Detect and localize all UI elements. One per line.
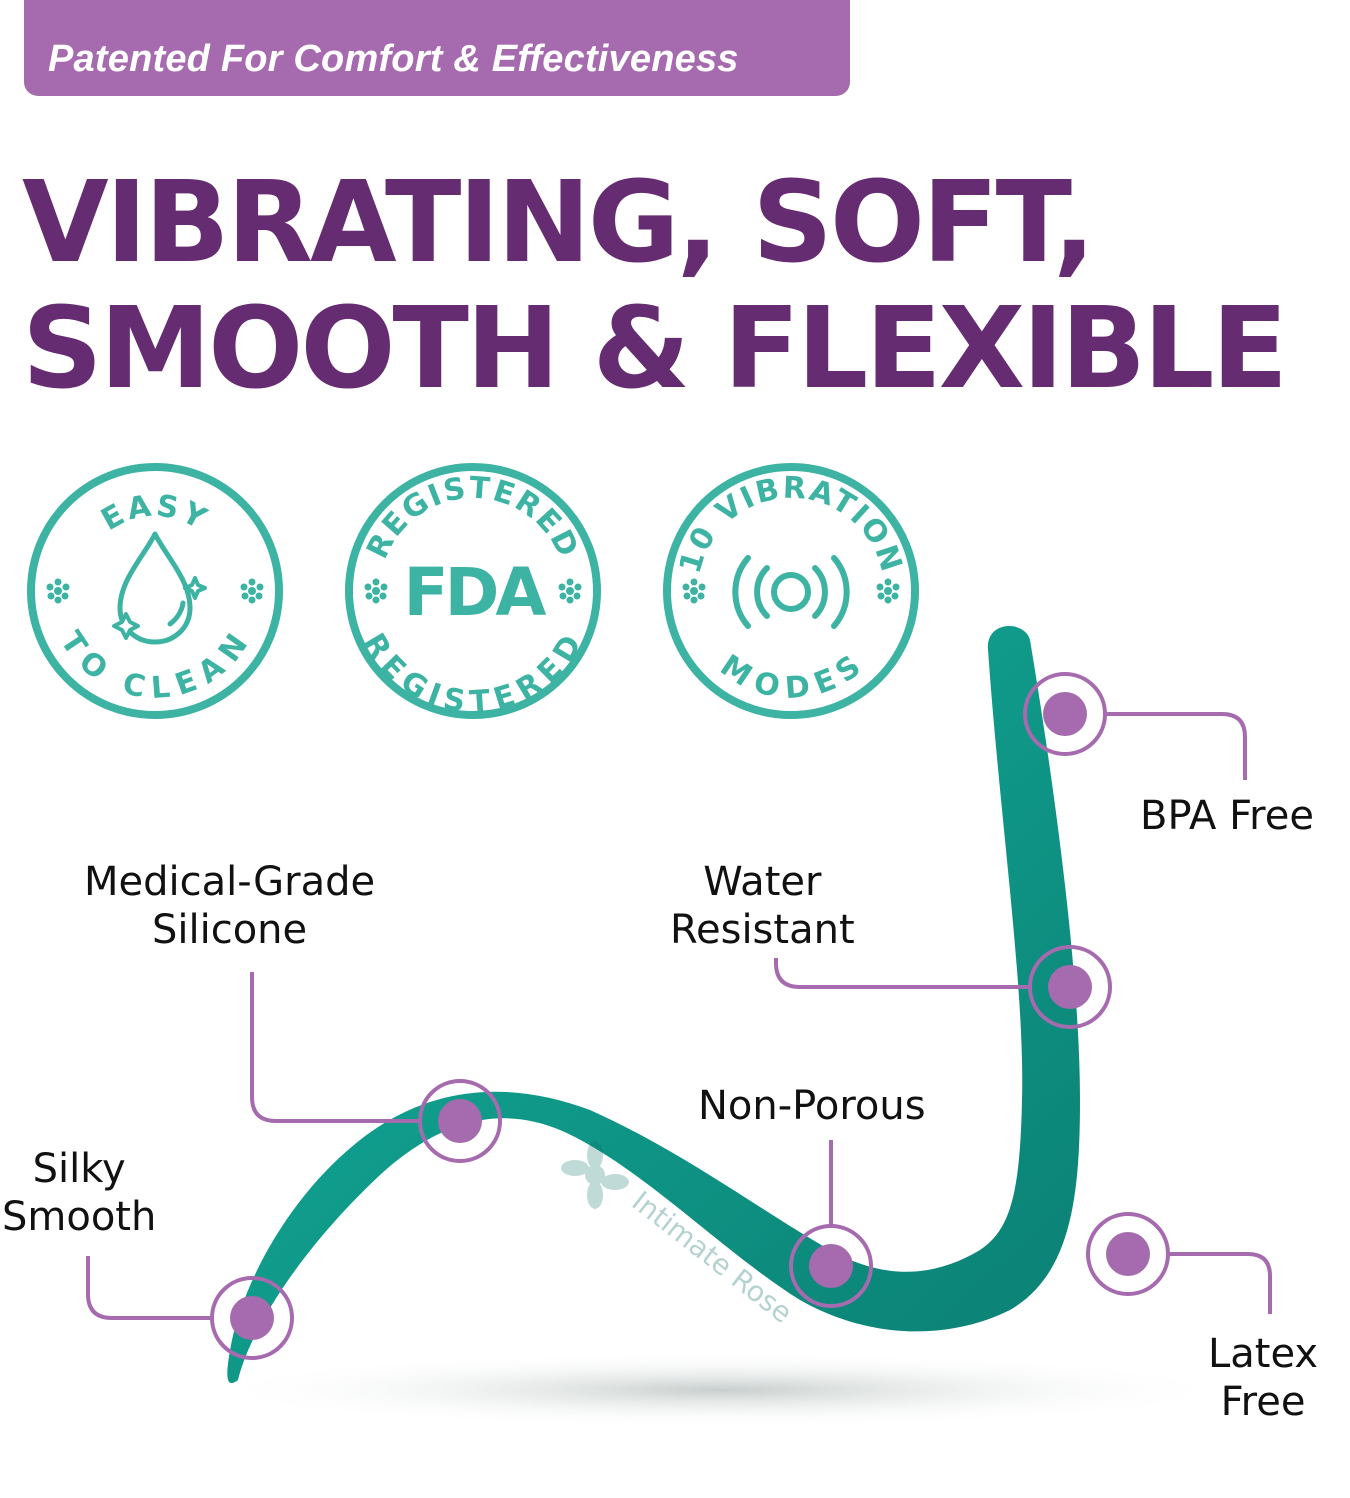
callout-label-line-2: Resistant	[670, 907, 855, 953]
svg-text:REGISTERED: REGISTERED	[360, 470, 586, 564]
banner-text: Patented For Comfort & Effectiveness	[48, 38, 739, 80]
callout-label-line-2: Free	[1220, 1379, 1306, 1425]
fda-icon: REGISTERED REGISTERED FDA	[345, 463, 601, 720]
svg-text:FDA: FDA	[404, 554, 547, 631]
callout-non-porous: Non-Porous	[698, 1082, 926, 1130]
callout-label-line-1: Silky	[32, 1146, 126, 1192]
callout-label-line-1: Latex	[1208, 1331, 1319, 1377]
svg-text:EASY: EASY	[95, 488, 214, 538]
callout-water-resistant: Water Resistant	[670, 858, 855, 954]
callout-medical-grade-silicone: Medical-Grade Silicone	[84, 858, 375, 954]
top-banner: Patented For Comfort & Effectiveness	[24, 0, 850, 96]
badge-easy-to-clean: EASY TO CLEAN	[24, 460, 286, 722]
product-wand-image: Intimate Rose	[86, 626, 1272, 1428]
callout-label: Non-Porous	[698, 1083, 926, 1129]
badge-fda-registered: REGISTERED REGISTERED FDA	[342, 460, 604, 722]
callout-label-line-2: Smooth	[2, 1194, 157, 1240]
badge-10-vibration-modes: 10 VIBRATION MODES	[660, 460, 922, 722]
callout-markers	[210, 672, 1170, 1360]
headline-line-1: VIBRATING, SOFT,	[22, 158, 1096, 288]
callout-label-line-1: Water	[703, 859, 822, 905]
callout-label: BPA Free	[1140, 793, 1314, 839]
callout-label-line-1: Medical-Grade	[84, 859, 376, 905]
headline-line-2: SMOOTH & FLEXIBLE	[22, 284, 1288, 414]
vibration-waves-icon: 10 VIBRATION MODES	[663, 463, 919, 719]
callout-silky-smooth: Silky Smooth	[2, 1145, 156, 1241]
callout-bpa-free: BPA Free	[1140, 792, 1314, 840]
callout-latex-free: Latex Free	[1208, 1330, 1318, 1426]
svg-text:10 VIBRATION: 10 VIBRATION	[673, 471, 909, 578]
water-drop-sparkle-icon: EASY TO CLEAN	[27, 463, 283, 719]
callout-label-line-2: Silicone	[151, 907, 308, 953]
page-title: VIBRATING, SOFT, SMOOTH & FLEXIBLE	[22, 158, 1288, 414]
product-illustration: Intimate Rose	[0, 600, 1350, 1498]
